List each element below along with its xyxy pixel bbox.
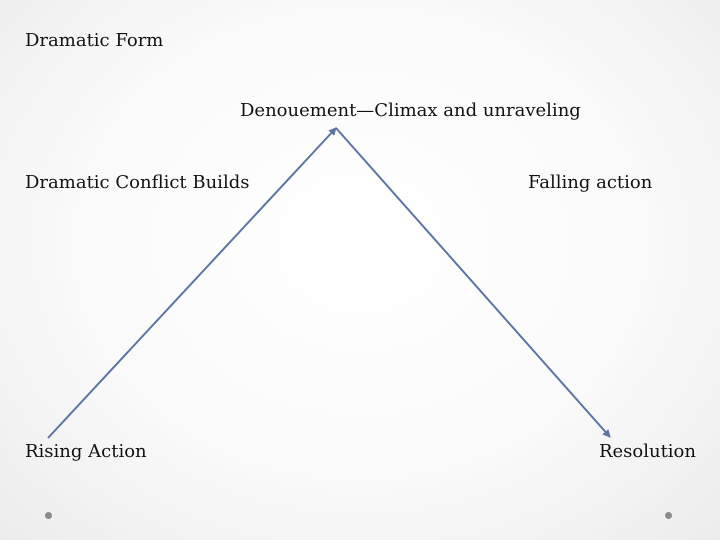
bullet-dot-right [665, 512, 672, 519]
falling-action-label: Falling action [528, 172, 653, 193]
slide-title: Dramatic Form [25, 30, 164, 51]
bullet-dot-left [45, 512, 52, 519]
rising-action-arrow [47, 127, 337, 439]
resolution-label: Resolution [598, 441, 696, 462]
falling-action-arrow [335, 127, 611, 438]
rising-action-label: Rising Action [25, 441, 147, 462]
conflict-label: Dramatic Conflict Builds [25, 172, 250, 193]
climax-label: Denouement—Climax and unraveling [240, 100, 581, 121]
